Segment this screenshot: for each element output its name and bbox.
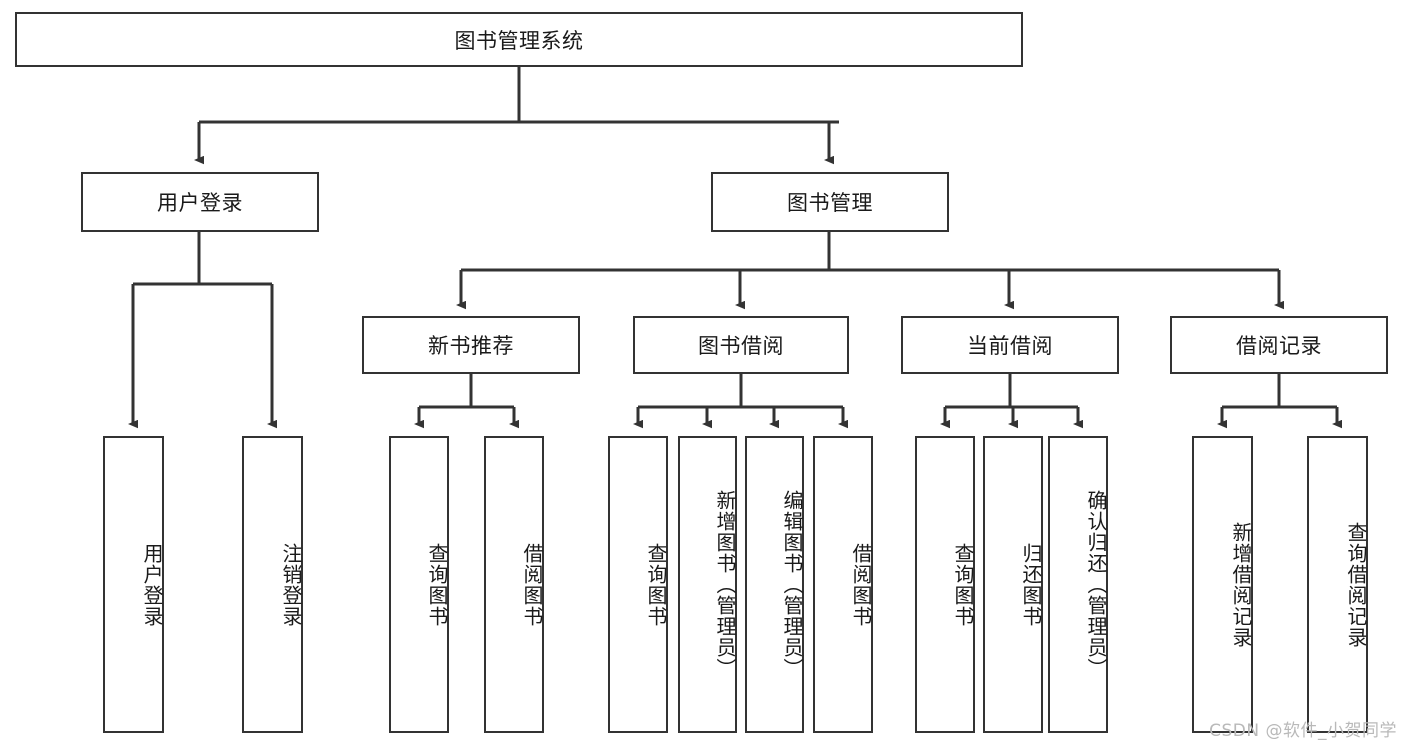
leaf-borrow-book-label: 借阅图书 bbox=[849, 542, 873, 627]
leaf-borrow-book-recommend[interactable]: 借阅图书 bbox=[484, 436, 544, 733]
node-new-book-recommend[interactable]: 新书推荐 bbox=[362, 316, 580, 374]
node-borrow-record[interactable]: 借阅记录 bbox=[1170, 316, 1388, 374]
leaf-add-book-admin[interactable]: 新增图书（管理员） bbox=[678, 436, 737, 733]
leaf-return-book-label: 归还图书 bbox=[1019, 542, 1043, 627]
leaf-logout[interactable]: 注销登录 bbox=[242, 436, 303, 733]
leaf-edit-book-admin-label: 编辑图书（管理员） bbox=[780, 490, 804, 679]
leaf-query-borrow-record[interactable]: 查询借阅记录 bbox=[1307, 436, 1368, 733]
leaf-borrow-book[interactable]: 借阅图书 bbox=[813, 436, 873, 733]
leaf-query-book-recommend[interactable]: 查询图书 bbox=[389, 436, 449, 733]
leaf-query-borrow-record-label: 查询借阅记录 bbox=[1344, 521, 1368, 648]
leaf-confirm-return-admin[interactable]: 确认归还（管理员） bbox=[1048, 436, 1108, 733]
leaf-query-book-current[interactable]: 查询图书 bbox=[915, 436, 975, 733]
leaf-borrow-book-recommend-label: 借阅图书 bbox=[520, 542, 544, 627]
leaf-return-book[interactable]: 归还图书 bbox=[983, 436, 1043, 733]
leaf-query-book-borrow-label: 查询图书 bbox=[644, 542, 668, 627]
leaf-query-book-recommend-label: 查询图书 bbox=[425, 542, 449, 627]
node-current-borrow-label: 当前借阅 bbox=[967, 334, 1053, 358]
leaf-logout-label: 注销登录 bbox=[279, 542, 303, 627]
node-root-label: 图书管理系统 bbox=[454, 28, 584, 53]
leaf-add-borrow-record-label: 新增借阅记录 bbox=[1229, 521, 1253, 648]
leaf-add-book-admin-label: 新增图书（管理员） bbox=[713, 490, 737, 679]
node-book-borrow[interactable]: 图书借阅 bbox=[633, 316, 849, 374]
leaf-edit-book-admin[interactable]: 编辑图书（管理员） bbox=[745, 436, 804, 733]
leaf-query-book-borrow[interactable]: 查询图书 bbox=[608, 436, 668, 733]
watermark: CSDN @软件_小贺同学 bbox=[1209, 721, 1397, 741]
node-book-management[interactable]: 图书管理 bbox=[711, 172, 949, 232]
node-book-borrow-label: 图书借阅 bbox=[698, 334, 784, 358]
node-borrow-record-label: 借阅记录 bbox=[1236, 334, 1322, 358]
leaf-user-login[interactable]: 用户登录 bbox=[103, 436, 164, 733]
leaf-confirm-return-admin-label: 确认归还（管理员） bbox=[1084, 490, 1108, 679]
leaf-add-borrow-record[interactable]: 新增借阅记录 bbox=[1192, 436, 1253, 733]
node-book-management-label: 图书管理 bbox=[787, 191, 873, 215]
leaf-query-book-current-label: 查询图书 bbox=[951, 542, 975, 627]
leaf-user-login-label: 用户登录 bbox=[140, 542, 164, 627]
node-current-borrow[interactable]: 当前借阅 bbox=[901, 316, 1119, 374]
node-user-login-label: 用户登录 bbox=[157, 191, 243, 215]
node-new-book-recommend-label: 新书推荐 bbox=[428, 334, 514, 358]
node-root[interactable]: 图书管理系统 bbox=[15, 12, 1023, 67]
node-user-login[interactable]: 用户登录 bbox=[81, 172, 319, 232]
